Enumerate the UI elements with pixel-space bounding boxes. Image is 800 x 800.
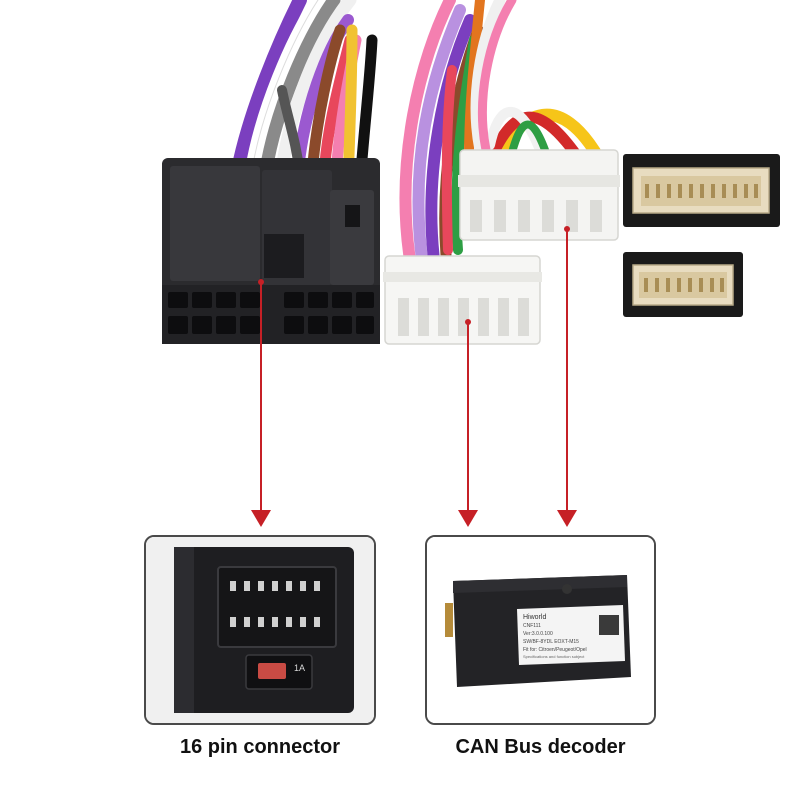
fuse-rating: 1A: [294, 663, 305, 673]
arrow-large-connector-to-decoder: [557, 226, 577, 527]
white-connector-small: [383, 255, 542, 345]
socket-closeup-image: 1A: [146, 537, 374, 723]
fuse-icon: [258, 663, 286, 679]
panel-can-bus-decoder: Hiworld CNF111 Ver:3.0.0.100 SW/BF-8YDL …: [425, 535, 656, 725]
decoder-label-line-4: Fit for: Citroen/Peugeot/Opel: [523, 647, 587, 653]
white-connector-large: [458, 149, 620, 241]
header-connector-closeup-bottom: [623, 252, 743, 317]
decoder-label-line-2: Ver:3.0.0.100: [523, 631, 553, 637]
wire-bundle-right: [399, 0, 606, 266]
decoder-brand: Hiworld: [523, 614, 546, 621]
decoder-image: Hiworld CNF111 Ver:3.0.0.100 SW/BF-8YDL …: [427, 537, 654, 723]
arrow-small-connector-to-decoder: [458, 319, 478, 527]
wire-bundle-left: [231, 0, 378, 190]
wire-harness-photo: [162, 0, 620, 527]
qr-code-icon: [599, 615, 619, 635]
decoder-label-line-5: Specifications and function subject: [523, 654, 585, 659]
decoder-label-line-3: SW/BF-8YDL EOXT-M15: [523, 639, 579, 645]
decoder-label-line-1: CNF111: [523, 623, 541, 629]
caption-can-bus-decoder: CAN Bus decoder: [455, 736, 626, 758]
black-16-pin-connector: [162, 158, 380, 344]
caption-16-pin-connector: 16 pin connector: [179, 736, 341, 758]
header-connector-closeup-top: [623, 154, 780, 227]
panel-16-pin-connector: 1A: [144, 535, 376, 725]
arrow-to-16-pin: [251, 279, 271, 527]
